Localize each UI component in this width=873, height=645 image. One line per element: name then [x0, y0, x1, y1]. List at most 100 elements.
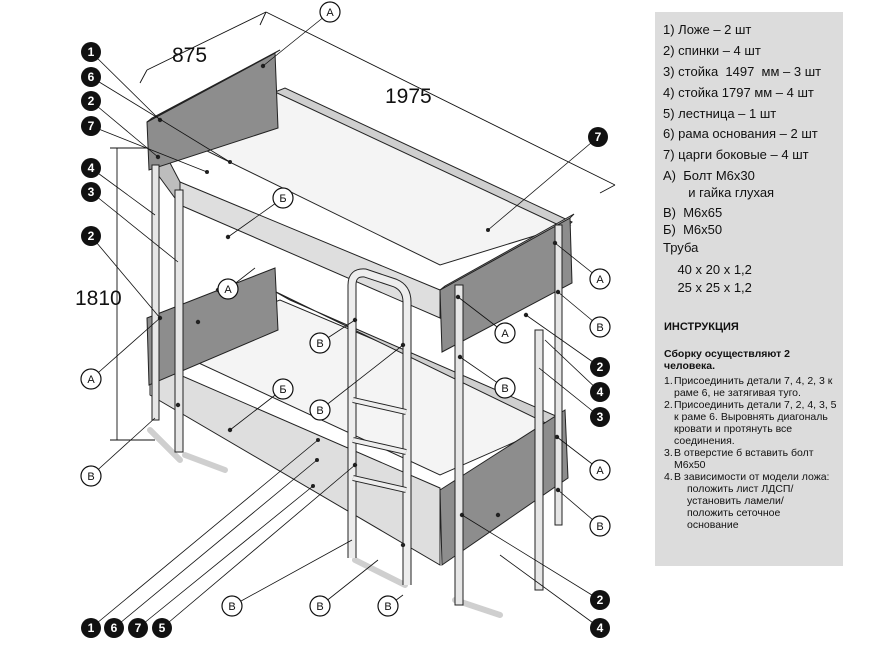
lower-bed [146, 267, 569, 566]
label-2-left: 2 [81, 226, 101, 246]
instruction-step: 3. В отверстие б вставить болт М6х50 [664, 447, 842, 471]
label-2-bottom-right: 2 [590, 590, 610, 610]
label-6-bottom: 6 [104, 618, 124, 638]
label-1-bottom: 1 [81, 618, 101, 638]
step-number: 3. [664, 447, 673, 459]
svg-text:2: 2 [88, 94, 95, 108]
instruction-step: 4. В зависимости от модели ложа: [664, 471, 842, 483]
label-3-right: 3 [590, 407, 610, 427]
parts-item: В) М6х65 [663, 205, 723, 220]
step-number: 2. [664, 399, 673, 411]
svg-text:7: 7 [135, 621, 142, 635]
label-6-top: 6 [81, 67, 101, 87]
width-dimension: 875 [172, 44, 207, 67]
parts-item: 7) царги боковые – 4 шт [663, 147, 809, 162]
svg-text:4: 4 [88, 161, 95, 175]
label-a-right-2: А [589, 459, 611, 481]
label-v-ladder-top: В [309, 332, 331, 354]
label-7-bottom: 7 [128, 618, 148, 638]
instruction-panel: ИНСТРУКЦИЯ Сборку осуществляют 2 человек… [655, 312, 843, 566]
parts-item: Труба [663, 240, 699, 255]
instruction-sub-options: положить лист ЛДСП/ установить ламели/ п… [664, 483, 842, 531]
step-number: 1. [664, 375, 673, 387]
svg-text:Б: Б [279, 384, 286, 396]
label-a-front-headboard: А [494, 322, 516, 344]
label-a-left: А [80, 368, 102, 390]
sub-option-line: положить сеточное [687, 507, 781, 519]
label-a-top: А [319, 1, 341, 23]
step-text: Присоединить детали 7, 2, 4, 3, 5 к раме… [674, 399, 837, 447]
svg-text:4: 4 [597, 385, 604, 399]
svg-text:В: В [228, 601, 235, 613]
parts-item: 2) спинки – 4 шт [663, 43, 761, 58]
parts-item: 1) Ложе – 2 шт [663, 22, 752, 37]
instruction-step: 1. Присоединить детали 7, 4, 2, 3 к раме… [664, 375, 842, 399]
label-2-top: 2 [81, 91, 101, 111]
svg-text:6: 6 [88, 70, 95, 84]
label-b-upper: Б [272, 187, 294, 209]
label-v-right-1: В [589, 316, 611, 338]
svg-text:В: В [87, 471, 94, 483]
svg-text:3: 3 [88, 185, 95, 199]
parts-list-panel: 1) Ложе – 2 шт 2) спинки – 4 шт 3) стойк… [655, 12, 843, 314]
step-number: 4. [664, 471, 673, 483]
svg-text:А: А [326, 7, 334, 19]
label-b-lower: Б [272, 378, 294, 400]
label-v-bottom-1: В [221, 595, 243, 617]
label-4-left: 4 [81, 158, 101, 178]
label-v-right-2: В [589, 515, 611, 537]
parts-item: и гайка глухая [663, 185, 775, 200]
parts-item: 40 х 20 х 1,2 [663, 262, 752, 277]
svg-text:В: В [316, 601, 323, 613]
sub-option-line: основание [687, 519, 739, 531]
height-dimension: 1810 [75, 287, 122, 310]
svg-text:1: 1 [88, 45, 95, 59]
parts-item: 3) стойка 1497 мм – 3 шт [663, 64, 822, 79]
step-text: В зависимости от модели ложа: [674, 471, 830, 483]
bunk-bed-assembly-drawing: 875 1975 1810 [75, 1, 616, 638]
length-dimension: 1975 [385, 85, 432, 108]
svg-text:В: В [596, 322, 603, 334]
sub-option-line: положить лист ЛДСП/ [687, 483, 794, 495]
svg-text:В: В [501, 383, 508, 395]
parts-item: 5) лестница – 1 шт [663, 106, 777, 121]
svg-text:В: В [384, 601, 391, 613]
parts-item: 25 х 25 х 1,2 [663, 280, 752, 295]
instruction-title: ИНСТРУКЦИЯ [664, 321, 739, 333]
sub-option-line: установить ламели/ [687, 495, 784, 507]
svg-text:4: 4 [597, 621, 604, 635]
label-a-mid: А [217, 278, 239, 300]
instruction-intro: Сборку осуществляют 2 человека. [664, 348, 790, 372]
svg-text:3: 3 [597, 410, 604, 424]
label-v-bottom-2: В [309, 595, 331, 617]
label-5-bottom: 5 [152, 618, 172, 638]
svg-text:А: А [501, 328, 509, 340]
parts-item: 6) рама основания – 2 шт [663, 126, 818, 141]
label-v-front-headboard: В [494, 377, 516, 399]
label-7-right: 7 [588, 127, 608, 147]
ladder [347, 268, 412, 585]
label-a-right-1: А [589, 268, 611, 290]
label-4-right: 4 [590, 382, 610, 402]
svg-text:В: В [316, 405, 323, 417]
upper-bed [146, 49, 575, 353]
svg-text:Б: Б [279, 193, 286, 205]
parts-item: 4) стойка 1797 мм – 4 шт [663, 85, 814, 100]
svg-text:А: А [596, 465, 604, 477]
step-text: В отверстие б вставить болт М6х50 [674, 447, 814, 471]
label-v-ladder-mid: В [309, 399, 331, 421]
svg-text:7: 7 [88, 119, 95, 133]
svg-text:5: 5 [159, 621, 166, 635]
label-1-top: 1 [81, 42, 101, 62]
svg-text:2: 2 [597, 593, 604, 607]
svg-text:7: 7 [595, 130, 602, 144]
svg-text:1: 1 [88, 621, 95, 635]
svg-text:В: В [596, 521, 603, 533]
label-v-left: В [80, 465, 102, 487]
instruction-steps: 1. Присоединить детали 7, 4, 2, 3 к раме… [664, 375, 842, 531]
svg-text:2: 2 [88, 229, 95, 243]
svg-text:2: 2 [597, 360, 604, 374]
label-3-left: 3 [81, 182, 101, 202]
svg-text:А: А [87, 374, 95, 386]
instruction-step: 2. Присоединить детали 7, 2, 4, 3, 5 к р… [664, 399, 842, 447]
